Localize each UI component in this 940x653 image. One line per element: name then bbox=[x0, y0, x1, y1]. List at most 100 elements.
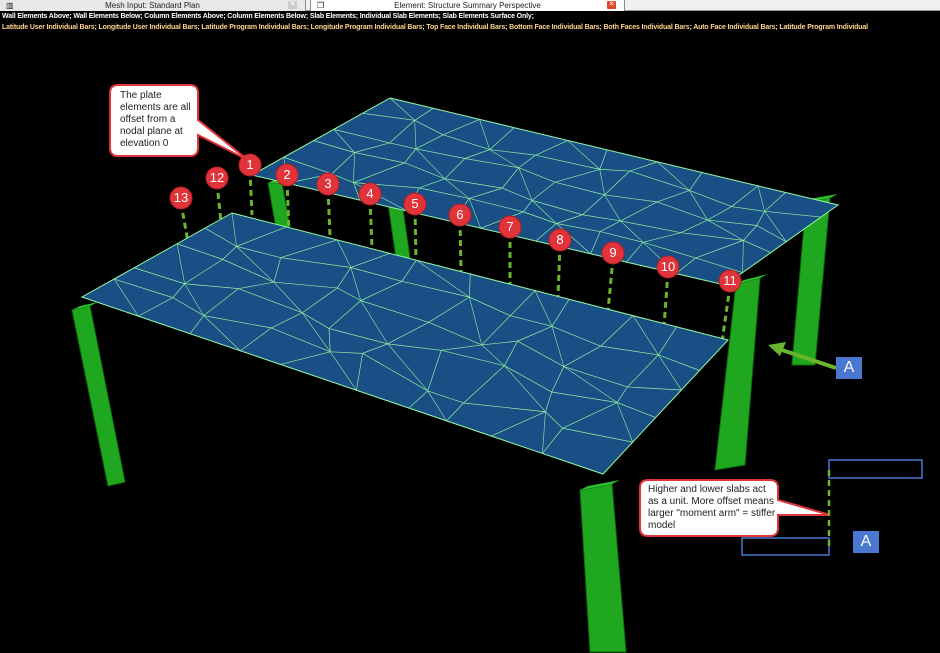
column-top bbox=[580, 480, 620, 490]
mesh-edge bbox=[354, 142, 390, 153]
column-top bbox=[72, 302, 98, 310]
mesh-edge bbox=[468, 198, 524, 213]
mesh-edge bbox=[401, 280, 470, 298]
column bbox=[71, 305, 126, 487]
close-icon[interactable]: ✕ bbox=[607, 1, 616, 9]
mesh-edge bbox=[418, 187, 470, 199]
column bbox=[579, 483, 627, 653]
mesh-edge bbox=[469, 274, 471, 298]
mesh-edge bbox=[658, 326, 677, 356]
mesh-edge bbox=[510, 315, 553, 327]
mesh-edge bbox=[629, 170, 690, 191]
mesh-edge bbox=[176, 227, 206, 245]
mesh-edge bbox=[504, 365, 546, 412]
mesh-edge bbox=[556, 223, 601, 232]
mesh-edge bbox=[562, 402, 618, 429]
mesh-edge bbox=[415, 134, 444, 150]
mesh-edge bbox=[707, 219, 757, 226]
marker-circle bbox=[601, 241, 625, 265]
mesh-edge bbox=[389, 97, 415, 121]
mesh-edge bbox=[271, 312, 303, 329]
mesh-edge bbox=[707, 219, 744, 241]
marker-circle bbox=[316, 172, 340, 196]
mesh-edge bbox=[328, 300, 361, 329]
mesh-edge bbox=[468, 198, 481, 229]
mesh-edge bbox=[240, 350, 281, 365]
upper-slab bbox=[250, 97, 840, 286]
mesh-edge bbox=[701, 172, 759, 187]
mesh-edge bbox=[689, 190, 708, 221]
mesh-edge bbox=[280, 257, 351, 268]
mesh-edge bbox=[517, 326, 553, 342]
mesh-edge bbox=[542, 428, 563, 454]
offset-link bbox=[606, 257, 615, 312]
mesh-edge bbox=[236, 246, 281, 259]
marker-circle bbox=[656, 255, 680, 279]
mesh-edge bbox=[134, 267, 185, 285]
mesh-edge bbox=[362, 112, 415, 121]
tab-mesh-input[interactable]: ▥ Mesh Input: Standard Plan ✕ bbox=[0, 0, 306, 11]
mesh-edge bbox=[657, 190, 690, 203]
mesh-edge bbox=[273, 281, 303, 313]
marker-circle bbox=[548, 228, 572, 252]
mesh-edge bbox=[599, 169, 630, 172]
mesh-edge bbox=[643, 241, 696, 259]
mesh-edge bbox=[627, 386, 682, 391]
mesh-edge bbox=[401, 259, 417, 282]
marker-circle bbox=[205, 166, 229, 190]
mesh-edge bbox=[468, 187, 503, 199]
close-icon[interactable]: ✕ bbox=[288, 1, 297, 9]
mesh-edge bbox=[280, 364, 357, 391]
mesh-edge bbox=[353, 182, 420, 189]
mesh-edge bbox=[658, 354, 682, 391]
mesh-edge bbox=[479, 119, 490, 150]
mesh-edge bbox=[302, 287, 338, 314]
mesh-edge bbox=[554, 181, 605, 196]
mesh-edge bbox=[502, 187, 533, 201]
mesh-edge bbox=[134, 243, 178, 269]
marker-6: 6 bbox=[448, 203, 472, 227]
mesh-edge bbox=[231, 212, 287, 228]
offset-link bbox=[326, 188, 332, 237]
mesh-edge bbox=[504, 340, 518, 366]
mesh-edge bbox=[113, 267, 135, 280]
tab-label: Element: Structure Summary Perspective bbox=[394, 1, 541, 10]
mesh-edge bbox=[236, 226, 287, 247]
column bbox=[714, 277, 761, 471]
mesh-edge bbox=[81, 296, 139, 317]
mesh-edge bbox=[489, 149, 536, 156]
marker-9: 9 bbox=[601, 241, 625, 265]
mesh-edge bbox=[757, 185, 786, 193]
mesh-edge bbox=[222, 259, 275, 283]
mesh-edge bbox=[764, 210, 822, 218]
mesh-edge bbox=[599, 149, 608, 170]
mesh-edge bbox=[567, 140, 608, 151]
offset-link bbox=[179, 202, 191, 249]
mesh-edge bbox=[329, 351, 357, 391]
mesh-edge bbox=[764, 192, 786, 212]
mesh-edge bbox=[568, 298, 634, 316]
upper-slab-section bbox=[828, 459, 923, 479]
mesh-edge bbox=[416, 259, 470, 298]
mesh-edge bbox=[356, 389, 409, 409]
mesh-edge bbox=[563, 366, 628, 388]
mesh-edge bbox=[172, 297, 204, 316]
mesh-edge bbox=[675, 257, 696, 274]
tab-structure-summary[interactable]: ❒ Element: Structure Summary Perspective… bbox=[310, 0, 625, 11]
mesh-edge bbox=[616, 402, 634, 443]
mesh-edge bbox=[551, 326, 565, 367]
marker-8: 8 bbox=[548, 228, 572, 252]
mesh-edge bbox=[302, 312, 330, 329]
mesh-edge bbox=[481, 340, 518, 346]
mesh-edge bbox=[414, 108, 434, 121]
mesh-edge bbox=[551, 299, 570, 327]
mesh-edge bbox=[360, 300, 388, 345]
mesh-edge bbox=[353, 152, 355, 183]
mesh-edge bbox=[600, 315, 634, 347]
mesh-edge bbox=[542, 411, 546, 454]
mesh-edge bbox=[600, 345, 659, 356]
mesh-edge bbox=[582, 214, 621, 222]
mesh-edge bbox=[360, 280, 403, 301]
offset-link bbox=[248, 169, 254, 216]
